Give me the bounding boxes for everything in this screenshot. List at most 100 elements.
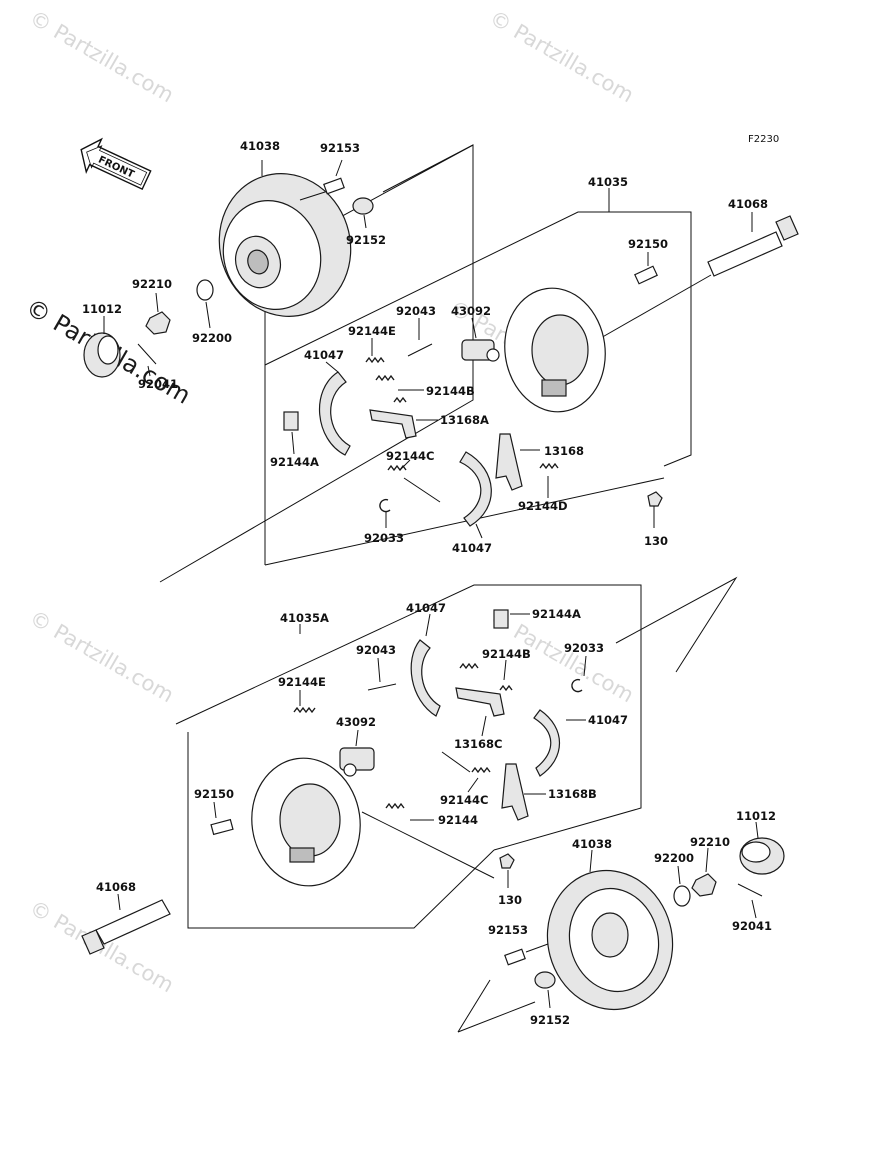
screw-130-lower bbox=[499, 853, 515, 869]
brake-shoe-upper-left bbox=[318, 371, 351, 456]
label-92041-lower: 92041 bbox=[732, 919, 772, 933]
cap-11012-lower bbox=[739, 837, 785, 875]
ring-92033-lower bbox=[571, 678, 583, 693]
bolt-92153-upper bbox=[299, 177, 345, 201]
label-13168c-lower: 13168C bbox=[454, 737, 502, 751]
label-92153-upper: 92153 bbox=[320, 141, 360, 155]
label-92144b-upper: 92144B bbox=[426, 384, 475, 398]
lever-13168-upper bbox=[495, 433, 523, 491]
label-41038-upper: 41038 bbox=[240, 139, 280, 153]
watermark-4: © Partzilla.com bbox=[26, 606, 178, 708]
brake-drum-upper bbox=[218, 173, 352, 317]
label-92043-upper: 92043 bbox=[396, 304, 436, 318]
seal-92152-upper bbox=[352, 197, 374, 215]
spring-92144c-lower bbox=[471, 766, 491, 774]
figure-code: F2230 bbox=[748, 134, 779, 145]
label-92152-upper: 92152 bbox=[346, 233, 386, 247]
label-41047-lower-right: 41047 bbox=[588, 713, 628, 727]
label-92152-lower: 92152 bbox=[530, 1013, 570, 1027]
label-43092-lower: 43092 bbox=[336, 715, 376, 729]
label-92200-upper: 92200 bbox=[192, 331, 232, 345]
brake-drum-lower bbox=[546, 869, 674, 1011]
clip-92144a-lower bbox=[493, 609, 509, 629]
label-92033-upper: 92033 bbox=[364, 531, 404, 545]
front-arrow-icon: FRONT bbox=[80, 137, 152, 191]
label-92144e-lower: 92144E bbox=[278, 675, 326, 689]
lever-13168a-upper bbox=[369, 409, 417, 439]
label-13168b-lower: 13168B bbox=[548, 787, 597, 801]
upper-assembly: 41038 92153 92152 92200 92210 11012 9204… bbox=[82, 139, 799, 583]
label-92144c-upper: 92144C bbox=[386, 449, 434, 463]
clip-92144a-upper bbox=[283, 411, 299, 431]
label-92144a-lower: 92144A bbox=[532, 607, 581, 621]
spring-92144c-upper bbox=[387, 464, 407, 472]
lever-13168c-lower bbox=[455, 687, 505, 717]
label-130-upper: 130 bbox=[644, 534, 668, 548]
label-43092-upper: 43092 bbox=[451, 304, 491, 318]
cap-11012-upper bbox=[83, 332, 121, 378]
axle-41068-lower bbox=[81, 899, 171, 955]
screw-130-upper bbox=[647, 491, 663, 507]
washer-92200-lower bbox=[673, 885, 691, 907]
watermark-1: © Partzilla.com bbox=[26, 6, 178, 108]
label-92043-lower: 92043 bbox=[356, 643, 396, 657]
wheel-cylinder-43092-lower bbox=[339, 747, 375, 777]
label-92200-lower: 92200 bbox=[654, 851, 694, 865]
brake-shoe-lower-upper bbox=[410, 639, 441, 717]
label-92144-lower: 92144 bbox=[438, 813, 478, 827]
label-130-lower: 130 bbox=[498, 893, 522, 907]
bolt-92150-lower bbox=[210, 818, 234, 836]
lever-13168b-lower bbox=[501, 763, 529, 821]
label-92144a-upper: 92144A bbox=[270, 455, 319, 469]
spring-92144b-lower bbox=[459, 662, 479, 670]
label-13168a-upper: 13168A bbox=[440, 413, 489, 427]
label-92144e-upper: 92144E bbox=[348, 324, 396, 338]
label-41047-upper-left: 41047 bbox=[304, 348, 344, 362]
label-92210-upper: 92210 bbox=[132, 277, 172, 291]
ring-92033-upper bbox=[379, 498, 391, 513]
label-92144b-lower: 92144B bbox=[482, 647, 531, 661]
cotter-pin-lower bbox=[737, 883, 763, 897]
backing-plate-lower bbox=[251, 757, 361, 887]
label-41047-lower-upper: 41047 bbox=[406, 601, 446, 615]
brake-shoe-lower-right bbox=[533, 709, 561, 777]
label-11012-lower: 11012 bbox=[736, 809, 776, 823]
washer-92200-upper bbox=[196, 279, 214, 301]
label-41068-lower: 41068 bbox=[96, 880, 136, 894]
pin-92043-lower bbox=[367, 683, 397, 691]
label-41047-upper-right: 41047 bbox=[452, 541, 492, 555]
brake-shoe-upper-right bbox=[459, 451, 492, 527]
nut-92210-upper bbox=[145, 311, 171, 335]
label-92144d-upper: 92144D bbox=[518, 499, 568, 513]
bolt-92153-lower bbox=[504, 948, 526, 966]
wheel-cylinder-43092-upper bbox=[461, 339, 500, 362]
label-92150-lower: 92150 bbox=[194, 787, 234, 801]
nut-92210-lower bbox=[691, 873, 717, 897]
label-41035a: 41035A bbox=[280, 611, 329, 625]
label-41068-upper: 41068 bbox=[728, 197, 768, 211]
label-92150-upper: 92150 bbox=[628, 237, 668, 251]
label-92210-lower: 92210 bbox=[690, 835, 730, 849]
label-92041-upper: 92041 bbox=[138, 377, 178, 391]
seal-92152-lower bbox=[534, 971, 556, 989]
label-11012-upper: 11012 bbox=[82, 302, 122, 316]
label-92033-lower: 92033 bbox=[564, 641, 604, 655]
pin-92043-upper bbox=[407, 343, 433, 357]
spring-92144-lower bbox=[385, 802, 405, 810]
watermark-2: © Partzilla.com bbox=[486, 6, 638, 108]
spring-92144e-upper bbox=[365, 356, 385, 364]
spring-92144b-upper bbox=[375, 374, 395, 382]
label-13168-upper: 13168 bbox=[544, 444, 584, 458]
label-92153-lower: 92153 bbox=[488, 923, 528, 937]
cotter-pin-upper bbox=[137, 343, 157, 365]
spring-92144e-lower bbox=[293, 706, 316, 714]
lower-assembly: 41035A 41047 92144A 92043 92144B 92033 9… bbox=[81, 576, 785, 1033]
spring-92144d-upper bbox=[539, 462, 559, 470]
backing-plate-upper bbox=[504, 287, 606, 413]
bolt-92150-upper bbox=[634, 265, 658, 285]
label-41035: 41035 bbox=[588, 175, 628, 189]
axle-41068-upper bbox=[707, 215, 799, 277]
label-41038-lower: 41038 bbox=[572, 837, 612, 851]
label-92144c-lower: 92144C bbox=[440, 793, 488, 807]
